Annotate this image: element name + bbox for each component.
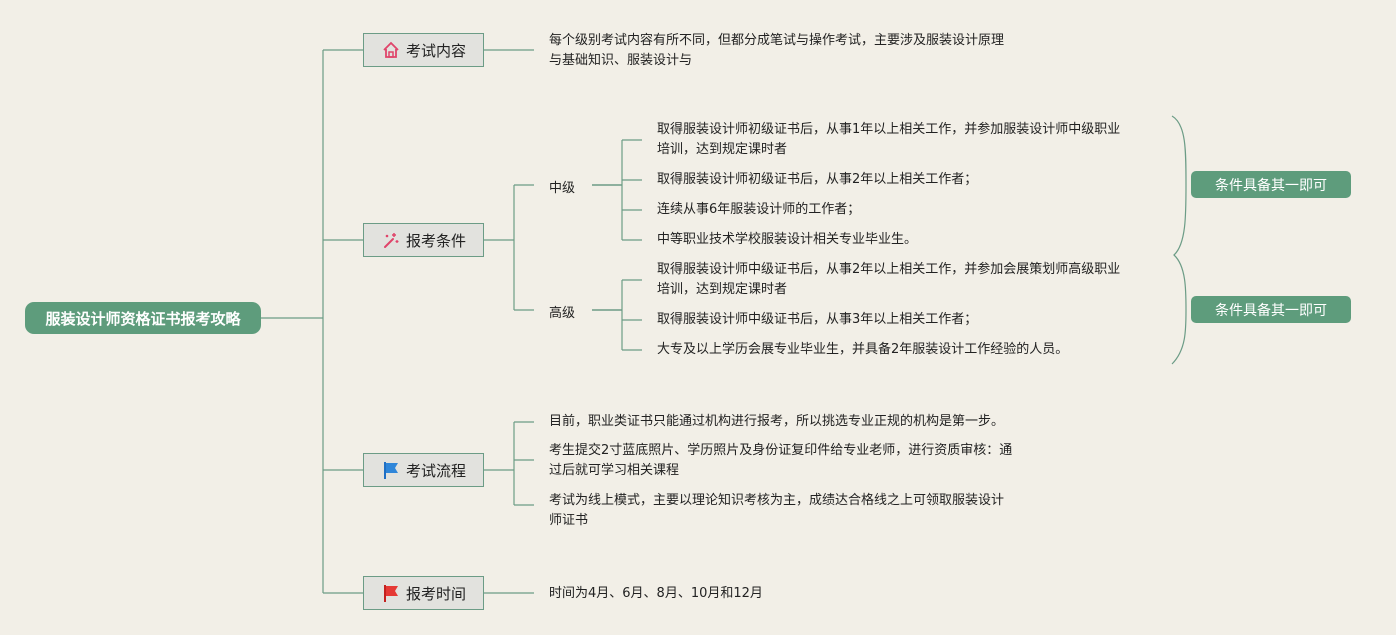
- senior-item-2-line-1: 取得服装设计师中级证书后，从事3年以上相关工作者；: [657, 312, 978, 327]
- branch-exam-time[interactable]: 报考时间: [363, 576, 484, 610]
- time-text: 时间为4月、6月、8月、10月和12月: [549, 586, 763, 601]
- senior-item-3-line-1: 大专及以上学历会展专业毕业生，并具备2年服装设计工作经验的人员。: [657, 342, 1069, 357]
- level-mid-label[interactable]: 中级: [549, 181, 576, 196]
- content-line-2: 与基础知识、服装设计与: [549, 53, 693, 68]
- senior-item-2: 取得服装设计师中级证书后，从事3年以上相关工作者；: [657, 310, 977, 330]
- branch-label: 考试流程: [405, 461, 466, 480]
- level-senior-label[interactable]: 高级: [549, 306, 576, 321]
- process-item-3-line-2: 师证书: [549, 513, 589, 528]
- red-flag-icon: [381, 583, 401, 603]
- house-icon: [381, 40, 401, 60]
- senior-item-3: 大专及以上学历会展专业毕业生，并具备2年服装设计工作经验的人员。: [657, 340, 1068, 360]
- senior-note-badge[interactable]: 条件具备其一即可: [1191, 296, 1351, 323]
- senior-item-1: 取得服装设计师中级证书后，从事2年以上相关工作，并参加会展策划师高级职业 培训，…: [657, 260, 1120, 300]
- mid-item-4: 中等职业技术学校服装设计相关专业毕业生。: [657, 230, 917, 250]
- blue-flag-icon: [381, 460, 401, 480]
- branch-requirements[interactable]: 报考条件: [363, 223, 484, 257]
- branch-label: 报考时间: [405, 584, 466, 603]
- mid-item-1-line-2: 培训，达到规定课时者: [657, 142, 788, 157]
- process-item-3-line-1: 考试为线上模式，主要以理论知识考核为主，成绩达合格线之上可领取服装设计: [549, 493, 1005, 508]
- mid-item-2: 取得服装设计师初级证书后，从事2年以上相关工作者；: [657, 170, 977, 190]
- branch-exam-process[interactable]: 考试流程: [363, 453, 484, 487]
- sparkle-icon: [381, 230, 401, 250]
- mid-item-3-line-1: 连续从事6年服装设计师的工作者；: [657, 202, 861, 217]
- root-node[interactable]: 服装设计师资格证书报考攻略: [25, 302, 261, 334]
- process-item-2-line-1: 考生提交2寸蓝底照片、学历照片及身份证复印件给专业老师，进行资质审核：通: [549, 443, 1013, 458]
- process-item-2: 考生提交2寸蓝底照片、学历照片及身份证复印件给专业老师，进行资质审核：通 过后就…: [549, 441, 1012, 481]
- root-title: 服装设计师资格证书报考攻略: [45, 309, 241, 328]
- mid-item-1-line-1: 取得服装设计师初级证书后，从事1年以上相关工作，并参加服装设计师中级职业: [657, 122, 1121, 137]
- process-item-1: 目前，职业类证书只能通过机构进行报考，所以挑选专业正规的机构是第一步。: [549, 412, 1004, 432]
- content-text: 每个级别考试内容有所不同，但都分成笔试与操作考试，主要涉及服装设计原理 与基础知…: [549, 31, 1004, 71]
- mid-item-1: 取得服装设计师初级证书后，从事1年以上相关工作，并参加服装设计师中级职业 培训，…: [657, 120, 1120, 160]
- branch-label: 考试内容: [405, 41, 466, 60]
- senior-item-1-line-1: 取得服装设计师中级证书后，从事2年以上相关工作，并参加会展策划师高级职业: [657, 262, 1121, 277]
- mid-item-4-line-1: 中等职业技术学校服装设计相关专业毕业生。: [657, 232, 918, 247]
- mid-item-3: 连续从事6年服装设计师的工作者；: [657, 200, 860, 220]
- content-line-1: 每个级别考试内容有所不同，但都分成笔试与操作考试，主要涉及服装设计原理: [549, 33, 1005, 48]
- branch-exam-content[interactable]: 考试内容: [363, 33, 484, 67]
- process-item-1-line-1: 目前，职业类证书只能通过机构进行报考，所以挑选专业正规的机构是第一步。: [549, 414, 1005, 429]
- mid-note-badge[interactable]: 条件具备其一即可: [1191, 171, 1351, 198]
- process-item-3: 考试为线上模式，主要以理论知识考核为主，成绩达合格线之上可领取服装设计 师证书: [549, 491, 1004, 531]
- mid-item-2-line-1: 取得服装设计师初级证书后，从事2年以上相关工作者；: [657, 172, 978, 187]
- senior-item-1-line-2: 培训，达到规定课时者: [657, 282, 788, 297]
- branch-label: 报考条件: [405, 231, 466, 250]
- process-item-2-line-2: 过后就可学习相关课程: [549, 463, 680, 478]
